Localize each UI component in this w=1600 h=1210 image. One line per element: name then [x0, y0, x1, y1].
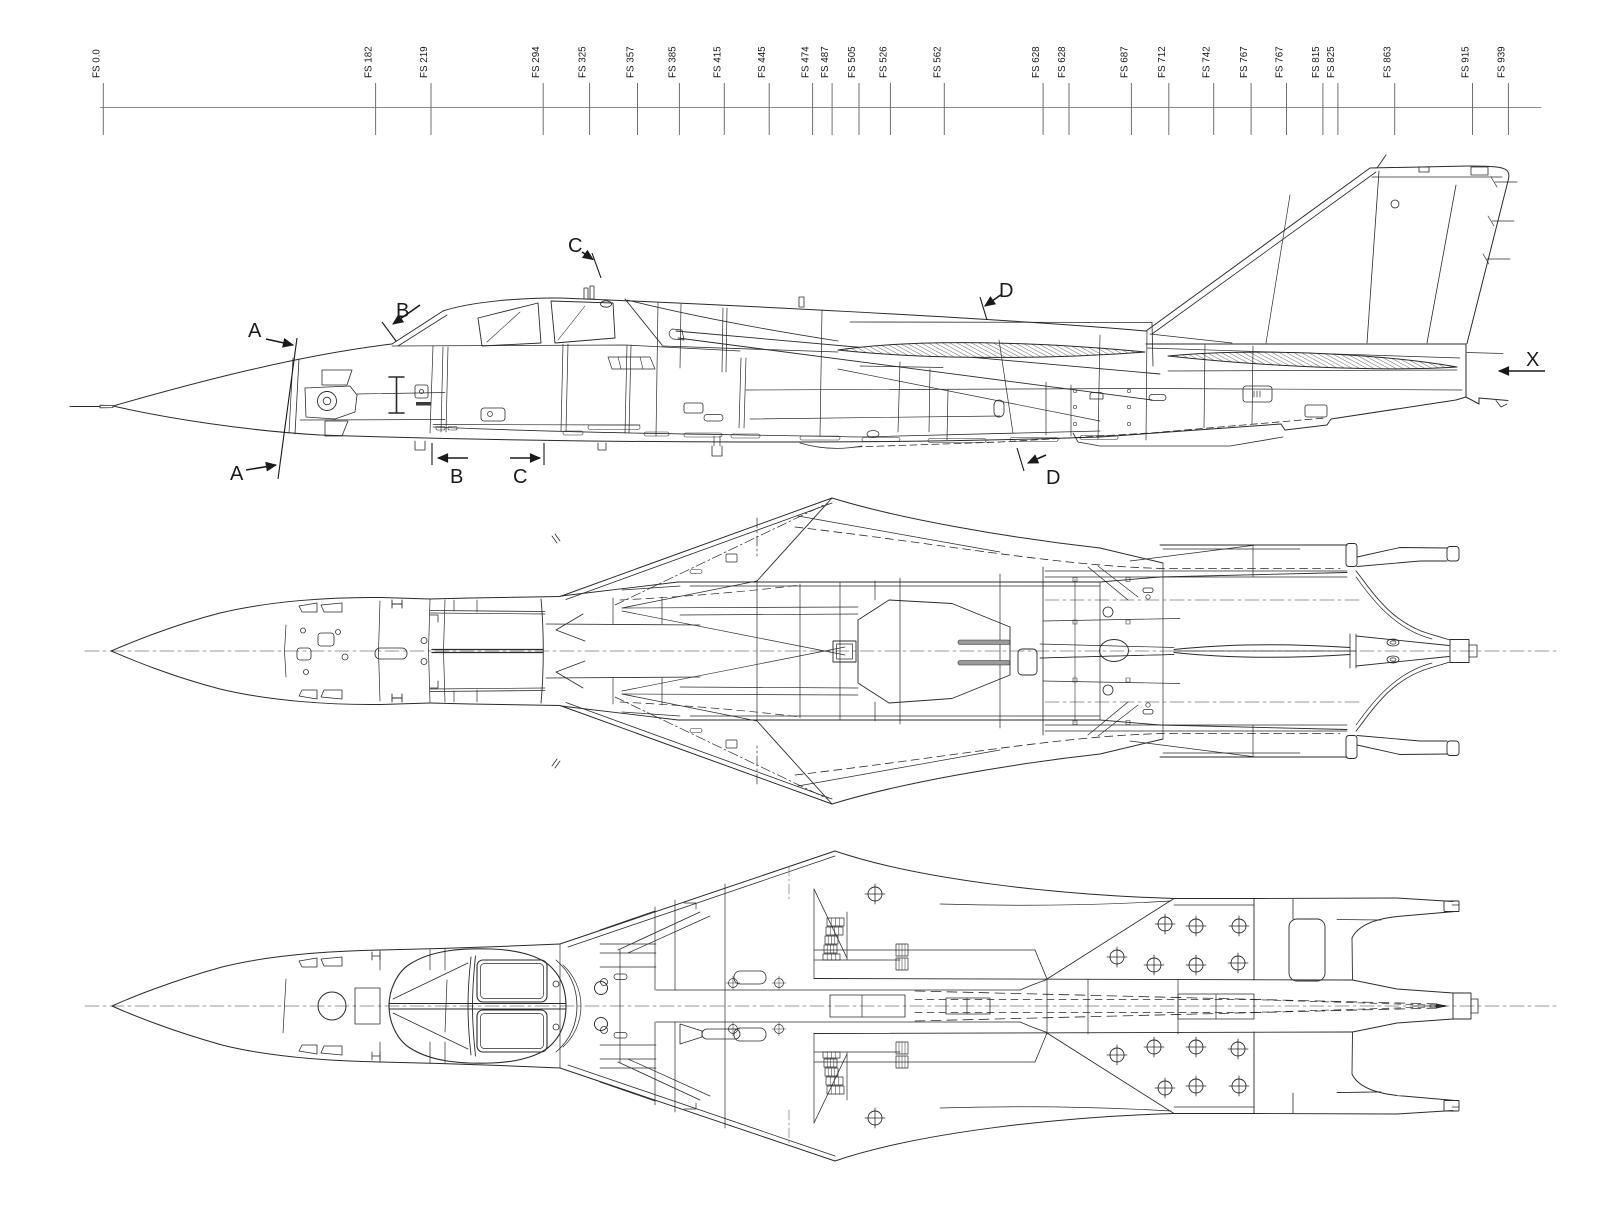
svg-text:X: X: [1526, 349, 1539, 371]
svg-text:FS 815: FS 815: [1311, 46, 1322, 78]
svg-text:FS 445: FS 445: [757, 46, 768, 78]
svg-text:FS 628: FS 628: [1031, 46, 1042, 78]
svg-text:FS 767: FS 767: [1239, 46, 1250, 78]
svg-text:FS 939: FS 939: [1496, 46, 1507, 78]
svg-text:FS 0.0: FS 0.0: [91, 49, 102, 78]
svg-text:D: D: [1046, 467, 1060, 489]
svg-text:A: A: [230, 463, 244, 485]
svg-text:FS 712: FS 712: [1157, 46, 1168, 78]
svg-text:FS 294: FS 294: [531, 46, 542, 78]
svg-text:FS 385: FS 385: [667, 46, 678, 78]
svg-text:B: B: [396, 300, 409, 322]
svg-text:FS 505: FS 505: [847, 46, 858, 78]
svg-text:FS 219: FS 219: [419, 46, 430, 78]
svg-text:D: D: [999, 280, 1013, 302]
svg-text:FS 487: FS 487: [820, 46, 831, 78]
svg-text:FS 357: FS 357: [626, 46, 637, 78]
svg-text:FS 415: FS 415: [712, 46, 723, 78]
svg-text:FS 863: FS 863: [1383, 46, 1394, 78]
svg-text:FS 767: FS 767: [1275, 46, 1286, 78]
svg-text:FS 325: FS 325: [578, 46, 589, 78]
svg-text:A: A: [248, 320, 262, 342]
svg-text:FS 825: FS 825: [1326, 46, 1337, 78]
svg-text:B: B: [450, 466, 463, 488]
svg-text:FS 182: FS 182: [364, 46, 375, 78]
svg-text:FS 474: FS 474: [801, 46, 812, 78]
svg-text:FS 526: FS 526: [878, 46, 889, 78]
svg-text:FS 742: FS 742: [1202, 46, 1213, 78]
svg-text:FS 628: FS 628: [1057, 46, 1068, 78]
svg-text:FS 915: FS 915: [1461, 46, 1472, 78]
svg-text:C: C: [513, 466, 527, 488]
svg-text:FS 562: FS 562: [932, 46, 943, 78]
svg-text:FS 687: FS 687: [1119, 46, 1130, 78]
svg-text:C: C: [568, 235, 582, 257]
